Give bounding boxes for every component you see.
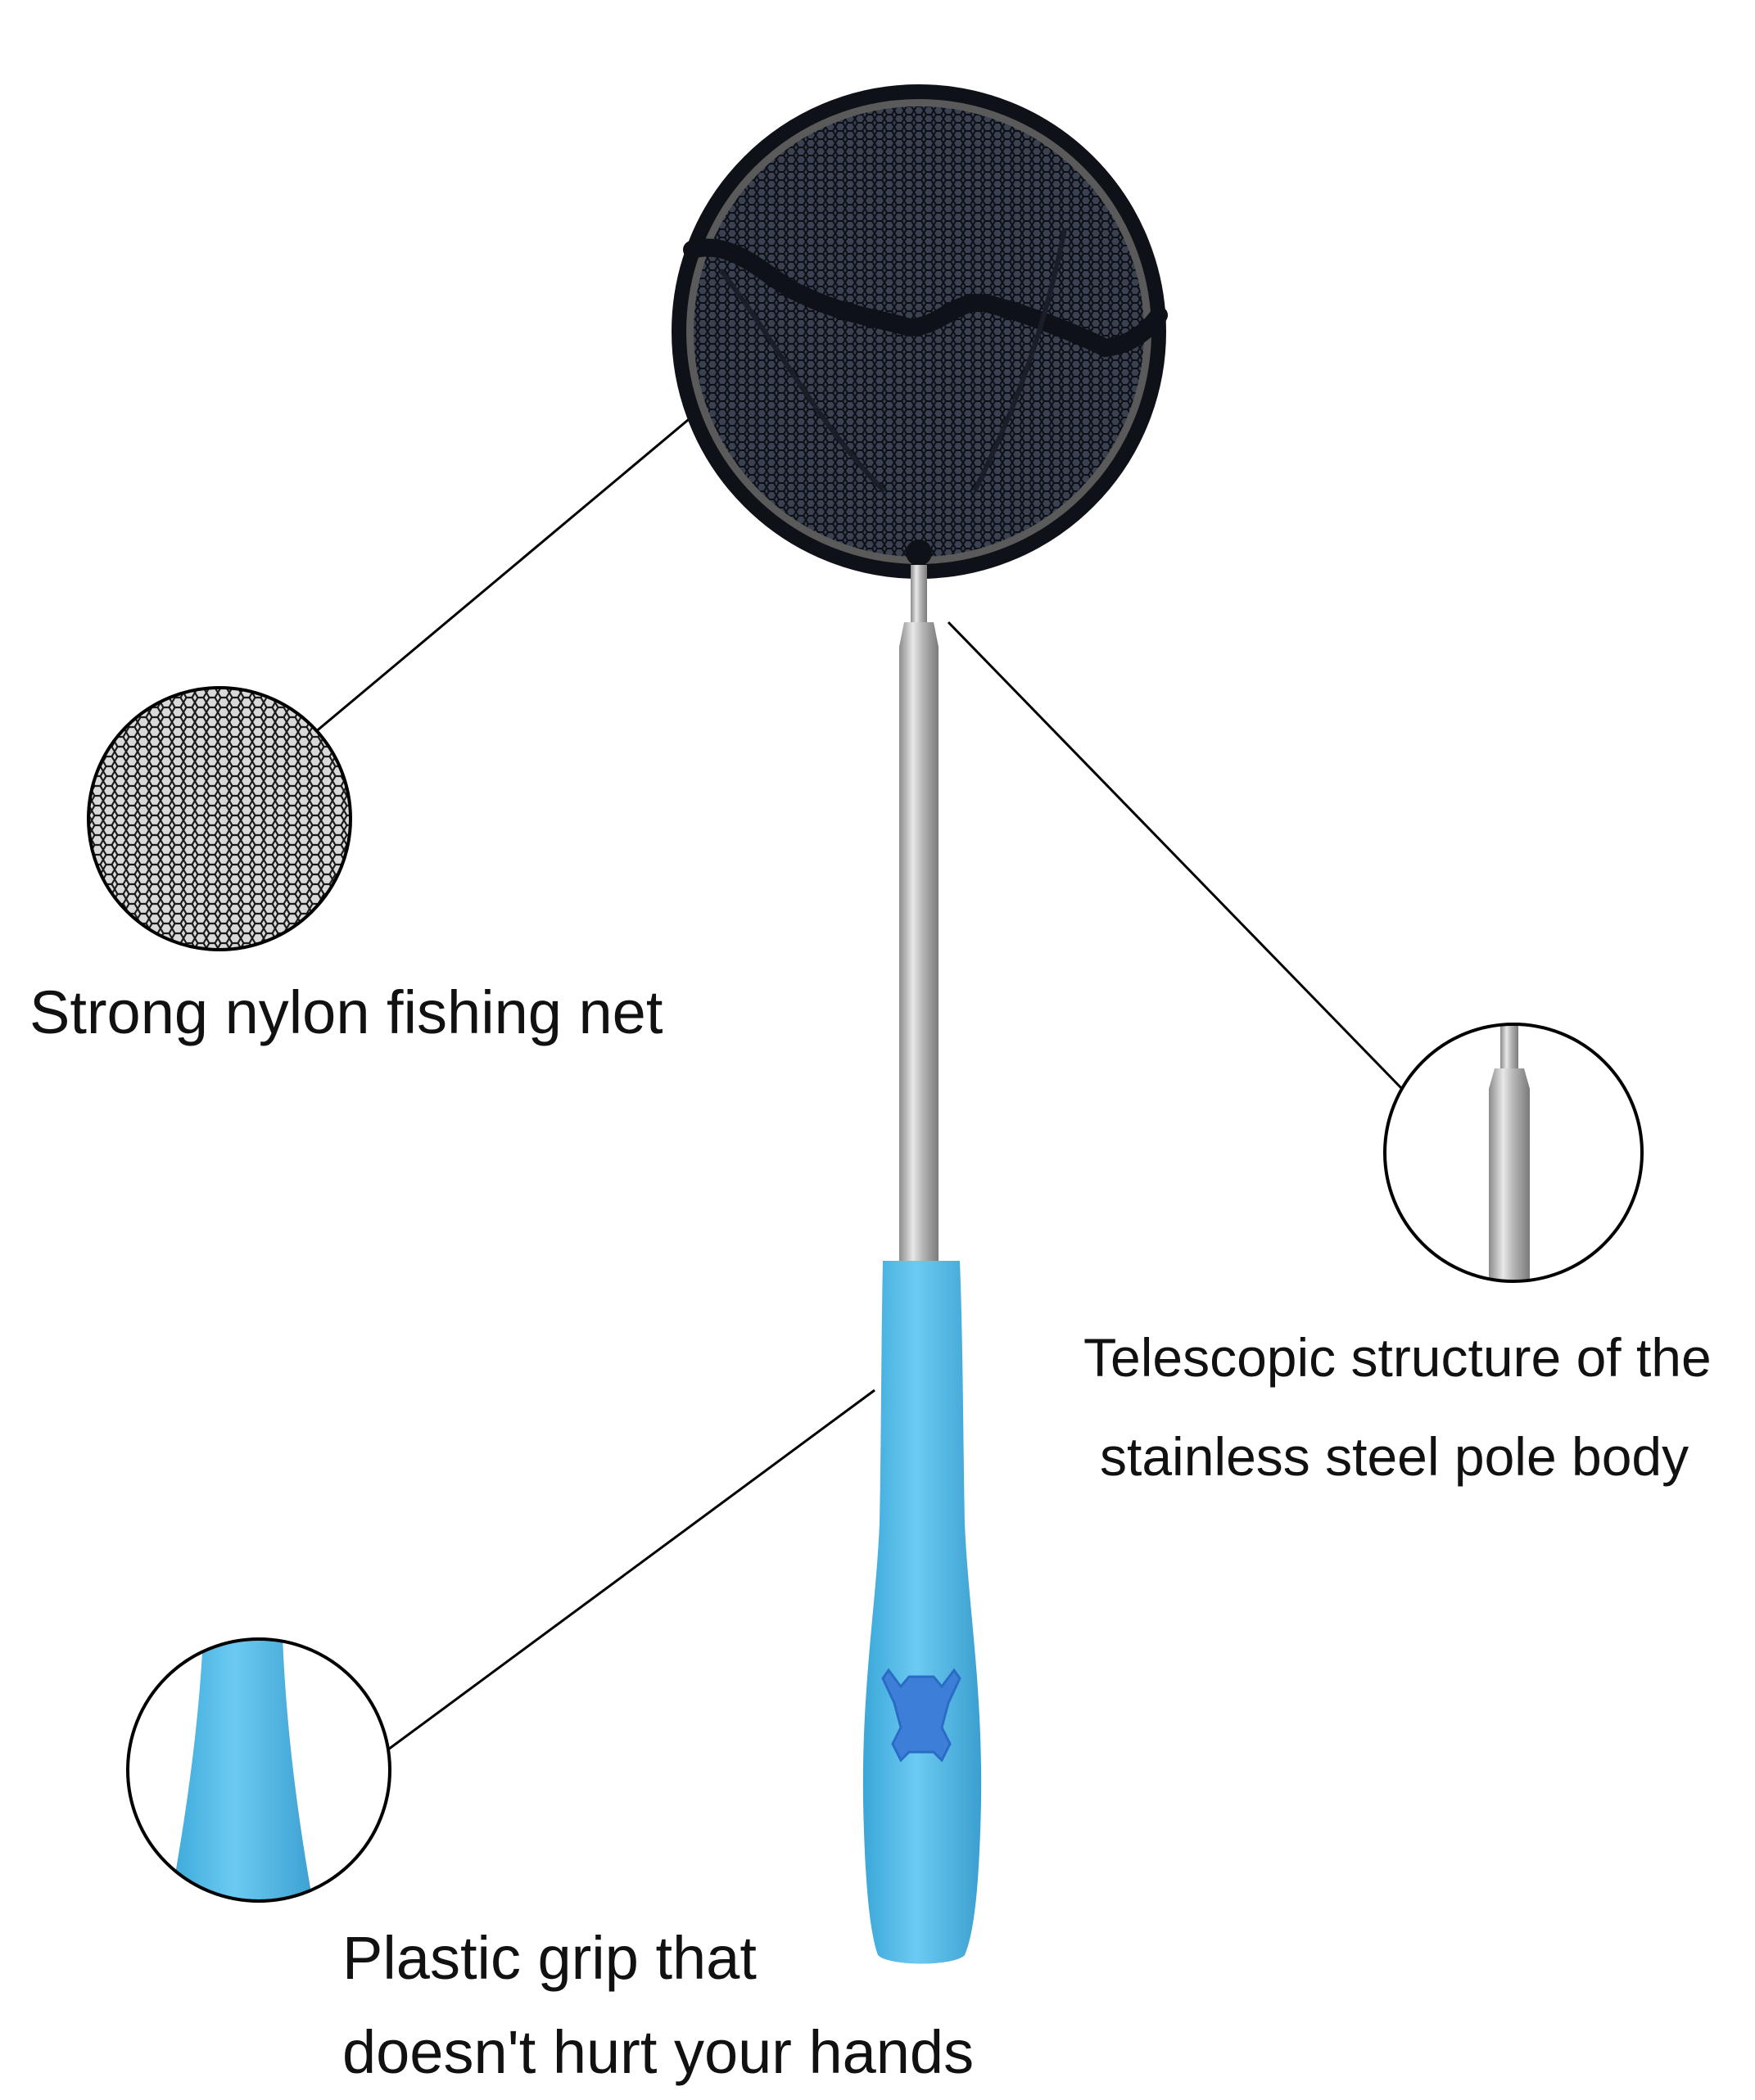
pole-caption-line2: stainless steel pole body bbox=[1100, 1426, 1689, 1487]
fish-logo-cutout bbox=[881, 1668, 961, 1763]
pole-caption-line1: Telescopic structure of the bbox=[1083, 1327, 1712, 1388]
steel-pole bbox=[899, 565, 939, 1261]
magnifier-callout-icon bbox=[87, 686, 352, 951]
plastic-grip bbox=[862, 1261, 982, 1964]
grip-caption-line1: Plastic grip that bbox=[342, 1924, 757, 1992]
grip-zoom-callout bbox=[126, 1637, 391, 1903]
pole-callout-line bbox=[947, 621, 1404, 1091]
net-caption: Strong nylon fishing net bbox=[29, 978, 663, 1046]
fishing-net-icon bbox=[672, 84, 1168, 579]
grip-callout-line bbox=[382, 1389, 875, 1755]
net-zoom-callout bbox=[87, 686, 352, 951]
grip-caption-line2: doesn't hurt your hands bbox=[342, 2018, 975, 2086]
pole-zoom-callout bbox=[1383, 1023, 1644, 1283]
